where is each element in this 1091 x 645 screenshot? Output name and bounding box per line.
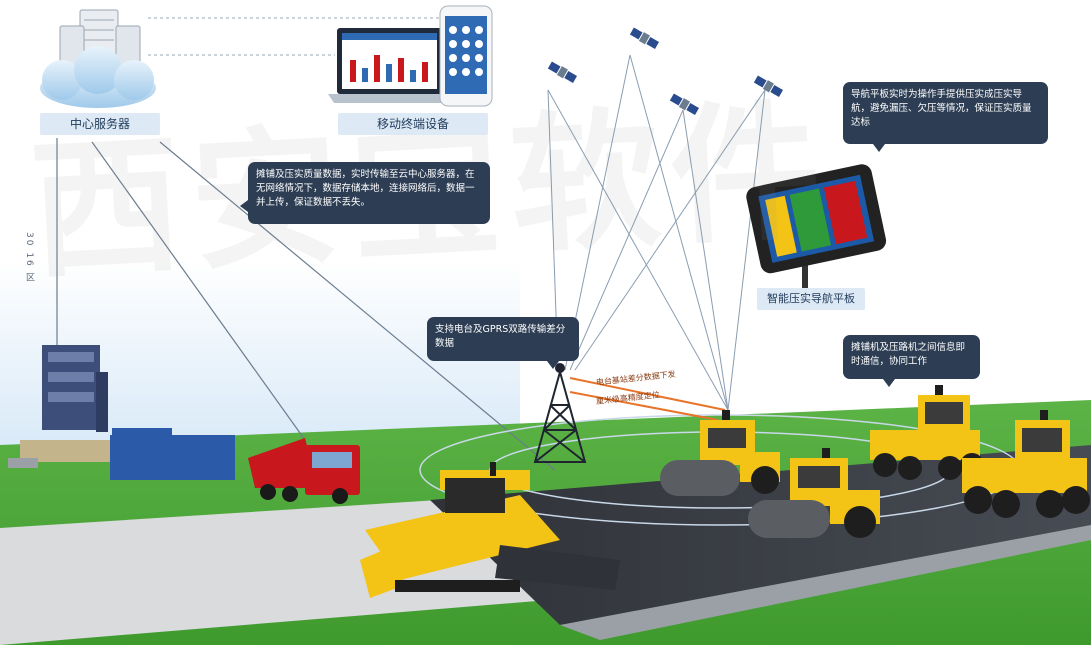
side-vertical-text: 30 16 区 (24, 232, 34, 284)
satellite-icon-3 (669, 93, 699, 115)
phone-icon (439, 5, 493, 107)
central-server-label: 中心服务器 (40, 113, 160, 135)
server-icon (40, 9, 156, 108)
satellite-icon-2 (629, 27, 659, 49)
laptop-icon (328, 28, 452, 103)
dump-truck-icon (248, 438, 360, 504)
data-lines (56, 138, 556, 471)
tower-radio-bubble: 支持电台及GPRS双路传输差分数据 (427, 317, 579, 369)
tower-signal-beams (569, 377, 726, 421)
asphalt-plant-icon (8, 345, 235, 480)
tablet-navigation-bubble: 导航平板实时为操作手提供压实成压实导航，避免漏压、欠压等情况，保证压实质量达标 (843, 82, 1048, 152)
satellite-signal-lines (547, 54, 766, 411)
machine-communication-bubble: 摊铺机及压路机之间信息即时通信，协同工作 (843, 335, 980, 387)
mobile-device-label: 移动终端设备 (338, 113, 488, 135)
pneumatic-roller-icon-2 (962, 410, 1090, 518)
roller-machine-icon-2 (748, 448, 880, 538)
tablet-label: 智能压实导航平板 (757, 288, 865, 310)
road-edge (560, 525, 1091, 640)
server-upload-bubble: 摊铺及压实质量数据，实时传输至云中心服务器，在无网络情况下，数据存储本地，连接网… (240, 162, 490, 224)
paver-machine-icon (360, 462, 620, 598)
satellite-icon-1 (547, 61, 577, 83)
roller-machine-icon-1 (660, 410, 780, 496)
tablet-device-icon (746, 164, 887, 292)
radio-tower-icon (533, 363, 587, 463)
link-lines (148, 17, 440, 56)
satellite-icon-4 (753, 75, 783, 97)
